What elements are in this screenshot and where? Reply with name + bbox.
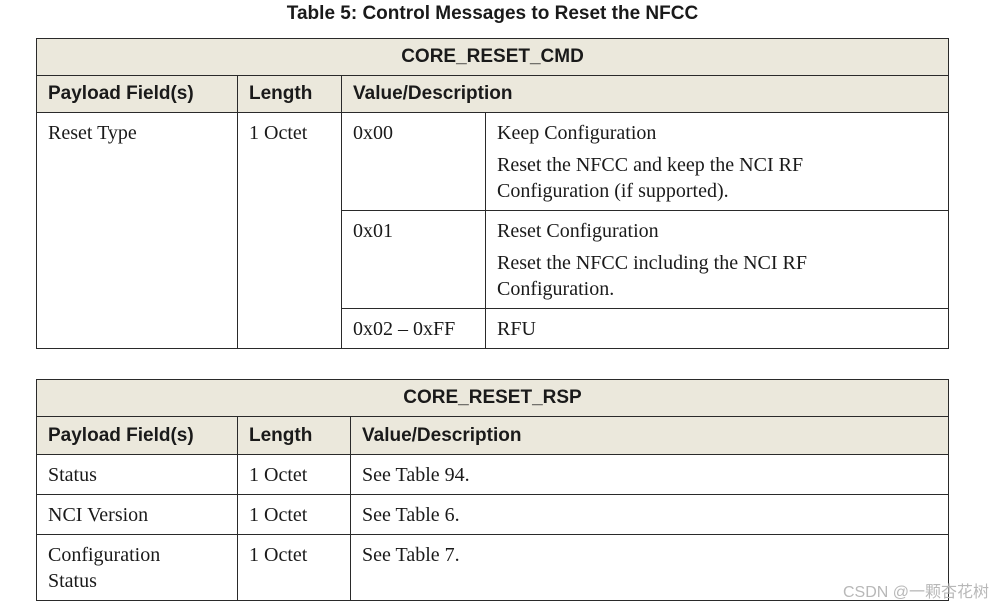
core-reset-rsp-table: CORE_RESET_RSP Payload Field(s) Length V… [35, 379, 950, 601]
cmd-table-title: CORE_RESET_CMD [35, 38, 950, 76]
cmd-value-code-cell: 0x01 [341, 210, 486, 309]
cmd-value-code: 0x01 [353, 220, 393, 242]
rsp-field-name: Status [48, 464, 97, 486]
rsp-value-cell: See Table 7. [349, 534, 950, 601]
cmd-header-payload-field: Payload Field(s) [36, 75, 238, 113]
rsp-field-cell: Status [36, 454, 238, 495]
cmd-field-name: Reset Type [48, 122, 137, 144]
csdn-corner-mark: CSDN @一颗杏花树 [842, 584, 989, 601]
cmd-value-detail-line: Configuration. [497, 278, 615, 300]
rsp-length-value: 1 Octet [249, 504, 308, 526]
rsp-value-text: See Table 6. [362, 504, 460, 526]
rsp-header-length: Length [237, 416, 351, 455]
rsp-value-text: See Table 94. [362, 464, 470, 486]
cmd-field-cell: Reset Type [36, 112, 238, 349]
cmd-value-detail: Reset the NFCC and keep the NCI RF Confi… [497, 152, 937, 204]
rsp-field-cell: Configuration Status [36, 534, 238, 601]
cmd-value-name: Keep Configuration [497, 122, 657, 144]
cmd-header-length: Length [237, 75, 342, 113]
cmd-value-desc-cell: Reset Configuration Reset the NFCC inclu… [484, 210, 950, 309]
rsp-value-text: See Table 7. [362, 544, 460, 566]
cmd-value-code: 0x02 – 0xFF [353, 318, 456, 340]
rsp-length-value: 1 Octet [249, 544, 308, 566]
rsp-header-payload-field: Payload Field(s) [36, 416, 238, 455]
table-row: NCI Version 1 Octet See Table 6. [36, 494, 950, 535]
rsp-field-cell: NCI Version [36, 494, 238, 535]
rsp-length-cell: 1 Octet [237, 454, 351, 495]
cmd-value-code: 0x00 [353, 122, 393, 144]
rsp-header-value-description: Value/Description [349, 416, 950, 455]
rsp-value-cell: See Table 6. [349, 494, 950, 535]
cmd-length-value: 1 Octet [249, 122, 308, 144]
table-caption: Table 5: Control Messages to Reset the N… [286, 3, 699, 24]
rsp-field-name: NCI Version [48, 504, 149, 526]
cmd-value-name: RFU [497, 318, 536, 340]
rsp-value-cell: See Table 94. [349, 454, 950, 495]
cmd-value-desc-cell: Keep Configuration Reset the NFCC and ke… [484, 112, 950, 211]
rsp-length-cell: 1 Octet [237, 494, 351, 535]
cmd-header-value-description: Value/Description [340, 75, 950, 113]
table-row: Configuration Status 1 Octet See Table 7… [36, 534, 950, 601]
cmd-length-cell: 1 Octet [237, 112, 342, 349]
rsp-field-name: Status [48, 570, 97, 592]
cmd-value-code-cell: 0x00 [341, 112, 486, 211]
cmd-value-detail: Reset the NFCC including the NCI RF Conf… [497, 250, 937, 302]
core-reset-cmd-table: CORE_RESET_CMD Payload Field(s) Length V… [35, 38, 950, 349]
rsp-table-title: CORE_RESET_RSP [35, 379, 950, 417]
cmd-value-code-cell: 0x02 – 0xFF [341, 308, 486, 349]
cmd-value-desc-cell: RFU [484, 308, 950, 349]
table-row: Status 1 Octet See Table 94. [36, 454, 950, 495]
cmd-value-detail-line: Reset the NFCC and keep the NCI RF [497, 154, 804, 176]
cmd-value-name: Reset Configuration [497, 220, 659, 242]
cmd-value-detail-line: Configuration (if supported). [497, 180, 729, 202]
rsp-length-cell: 1 Octet [237, 534, 351, 601]
rsp-length-value: 1 Octet [249, 464, 308, 486]
rsp-field-name: Configuration [48, 544, 161, 566]
cmd-value-detail-line: Reset the NFCC including the NCI RF [497, 252, 807, 274]
